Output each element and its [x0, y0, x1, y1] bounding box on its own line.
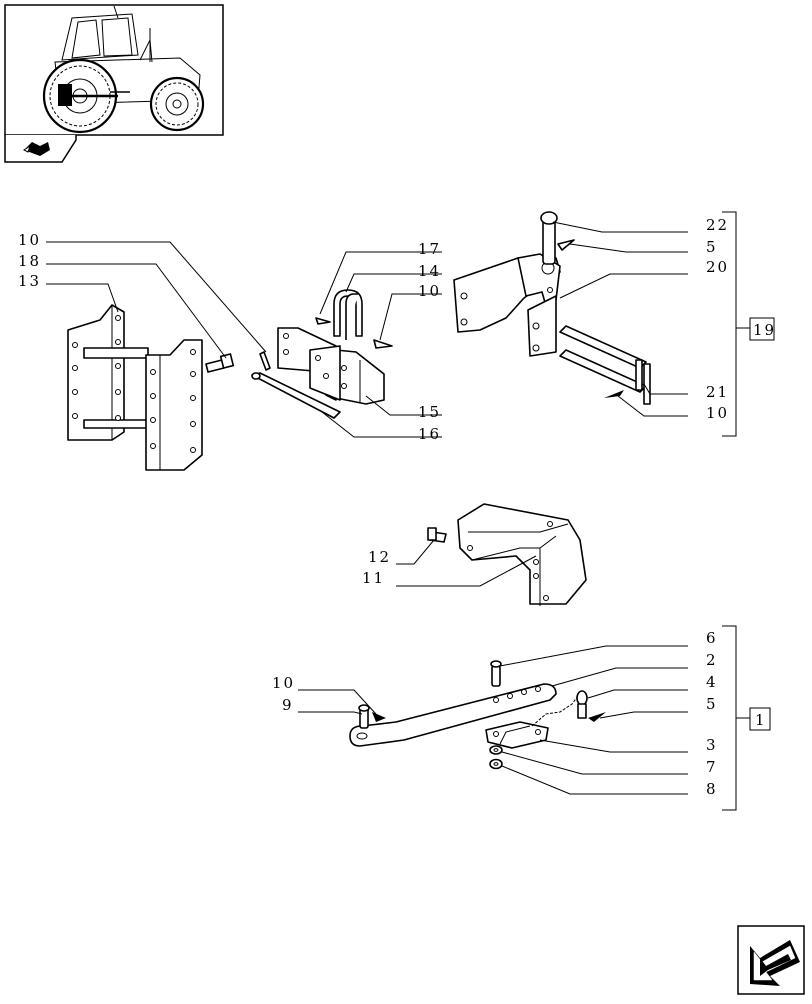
leader-lines-cover [396, 539, 537, 587]
callout-9: 9 [282, 696, 294, 714]
callout-16: 16 [418, 425, 441, 443]
callout-22: 22 [706, 216, 729, 234]
callout-17: 17 [418, 240, 441, 258]
part-10-cotter-pin-c[interactable] [604, 390, 624, 398]
part-16-rod[interactable] [251, 372, 341, 419]
callout-5: 5 [706, 238, 718, 256]
part-4-chain[interactable] [531, 690, 588, 727]
part-10-cotter-pin-a[interactable] [259, 351, 271, 371]
tractor-thumbnail[interactable] [4, 4, 224, 136]
next-page-arrow-icon [750, 940, 800, 986]
hitch-book-icon-tab[interactable] [4, 135, 77, 163]
callout-21: 21 [706, 383, 729, 401]
part-3-clamp[interactable] [485, 721, 549, 749]
callout-8: 8 [706, 780, 718, 798]
callout-5: 5 [706, 695, 718, 713]
part-5-cotter-pin-a[interactable] [557, 239, 575, 251]
next-page-button[interactable] [737, 925, 805, 995]
leader-lines-right-top [552, 221, 688, 417]
part-21-pins[interactable] [559, 325, 651, 405]
part-13-mounting-frame[interactable] [67, 304, 203, 471]
leader-lines-mid [319, 251, 442, 438]
leader-lines-bottom [298, 645, 688, 795]
callout-10: 10 [18, 231, 41, 249]
group-box-19[interactable]: 19 [753, 321, 776, 339]
group-bracket-1 [722, 625, 771, 811]
part-12-bolt[interactable] [427, 527, 447, 543]
part-20-hook-bracket[interactable] [453, 253, 561, 357]
part-15-support-bracket[interactable] [277, 327, 385, 405]
callout-20: 20 [706, 258, 729, 276]
leader-lines-left [46, 241, 267, 359]
callout-18: 18 [18, 252, 41, 270]
callout-6: 6 [706, 629, 718, 647]
part-8-nut[interactable] [489, 758, 503, 770]
part-14-u-pin[interactable] [333, 289, 363, 340]
group-box-1[interactable]: 1 [755, 711, 767, 729]
callout-10: 10 [706, 404, 729, 422]
callout-12: 12 [368, 548, 391, 566]
callout-14: 14 [418, 262, 441, 280]
part-5-cotter-pin-b[interactable] [588, 712, 606, 722]
hitch-book-icon [23, 142, 50, 156]
part-9-pin[interactable] [358, 704, 370, 729]
group-bracket-19 [722, 211, 775, 437]
callout-3: 3 [706, 736, 718, 754]
part-17-cotter-pin[interactable] [315, 317, 331, 325]
part-10-cotter-pin-d[interactable] [372, 712, 386, 722]
callout-10: 10 [418, 282, 441, 300]
part-6-bolt[interactable] [490, 660, 502, 687]
callout-11: 11 [362, 569, 385, 587]
part-10-cotter-pin-b[interactable] [373, 339, 393, 349]
callout-2: 2 [706, 651, 718, 669]
part-18-bolt[interactable] [205, 353, 235, 373]
part-22-pin[interactable] [540, 211, 558, 265]
callout-13: 13 [18, 272, 41, 290]
part-11-cover[interactable] [457, 503, 587, 606]
callout-15: 15 [418, 403, 441, 421]
callout-10: 10 [272, 674, 295, 692]
tractor-thumbnail-icon [42, 5, 205, 134]
part-2-drawbar[interactable] [349, 683, 557, 747]
part-7-washer[interactable] [489, 745, 503, 755]
callout-4: 4 [706, 673, 718, 691]
callout-7: 7 [706, 758, 718, 776]
